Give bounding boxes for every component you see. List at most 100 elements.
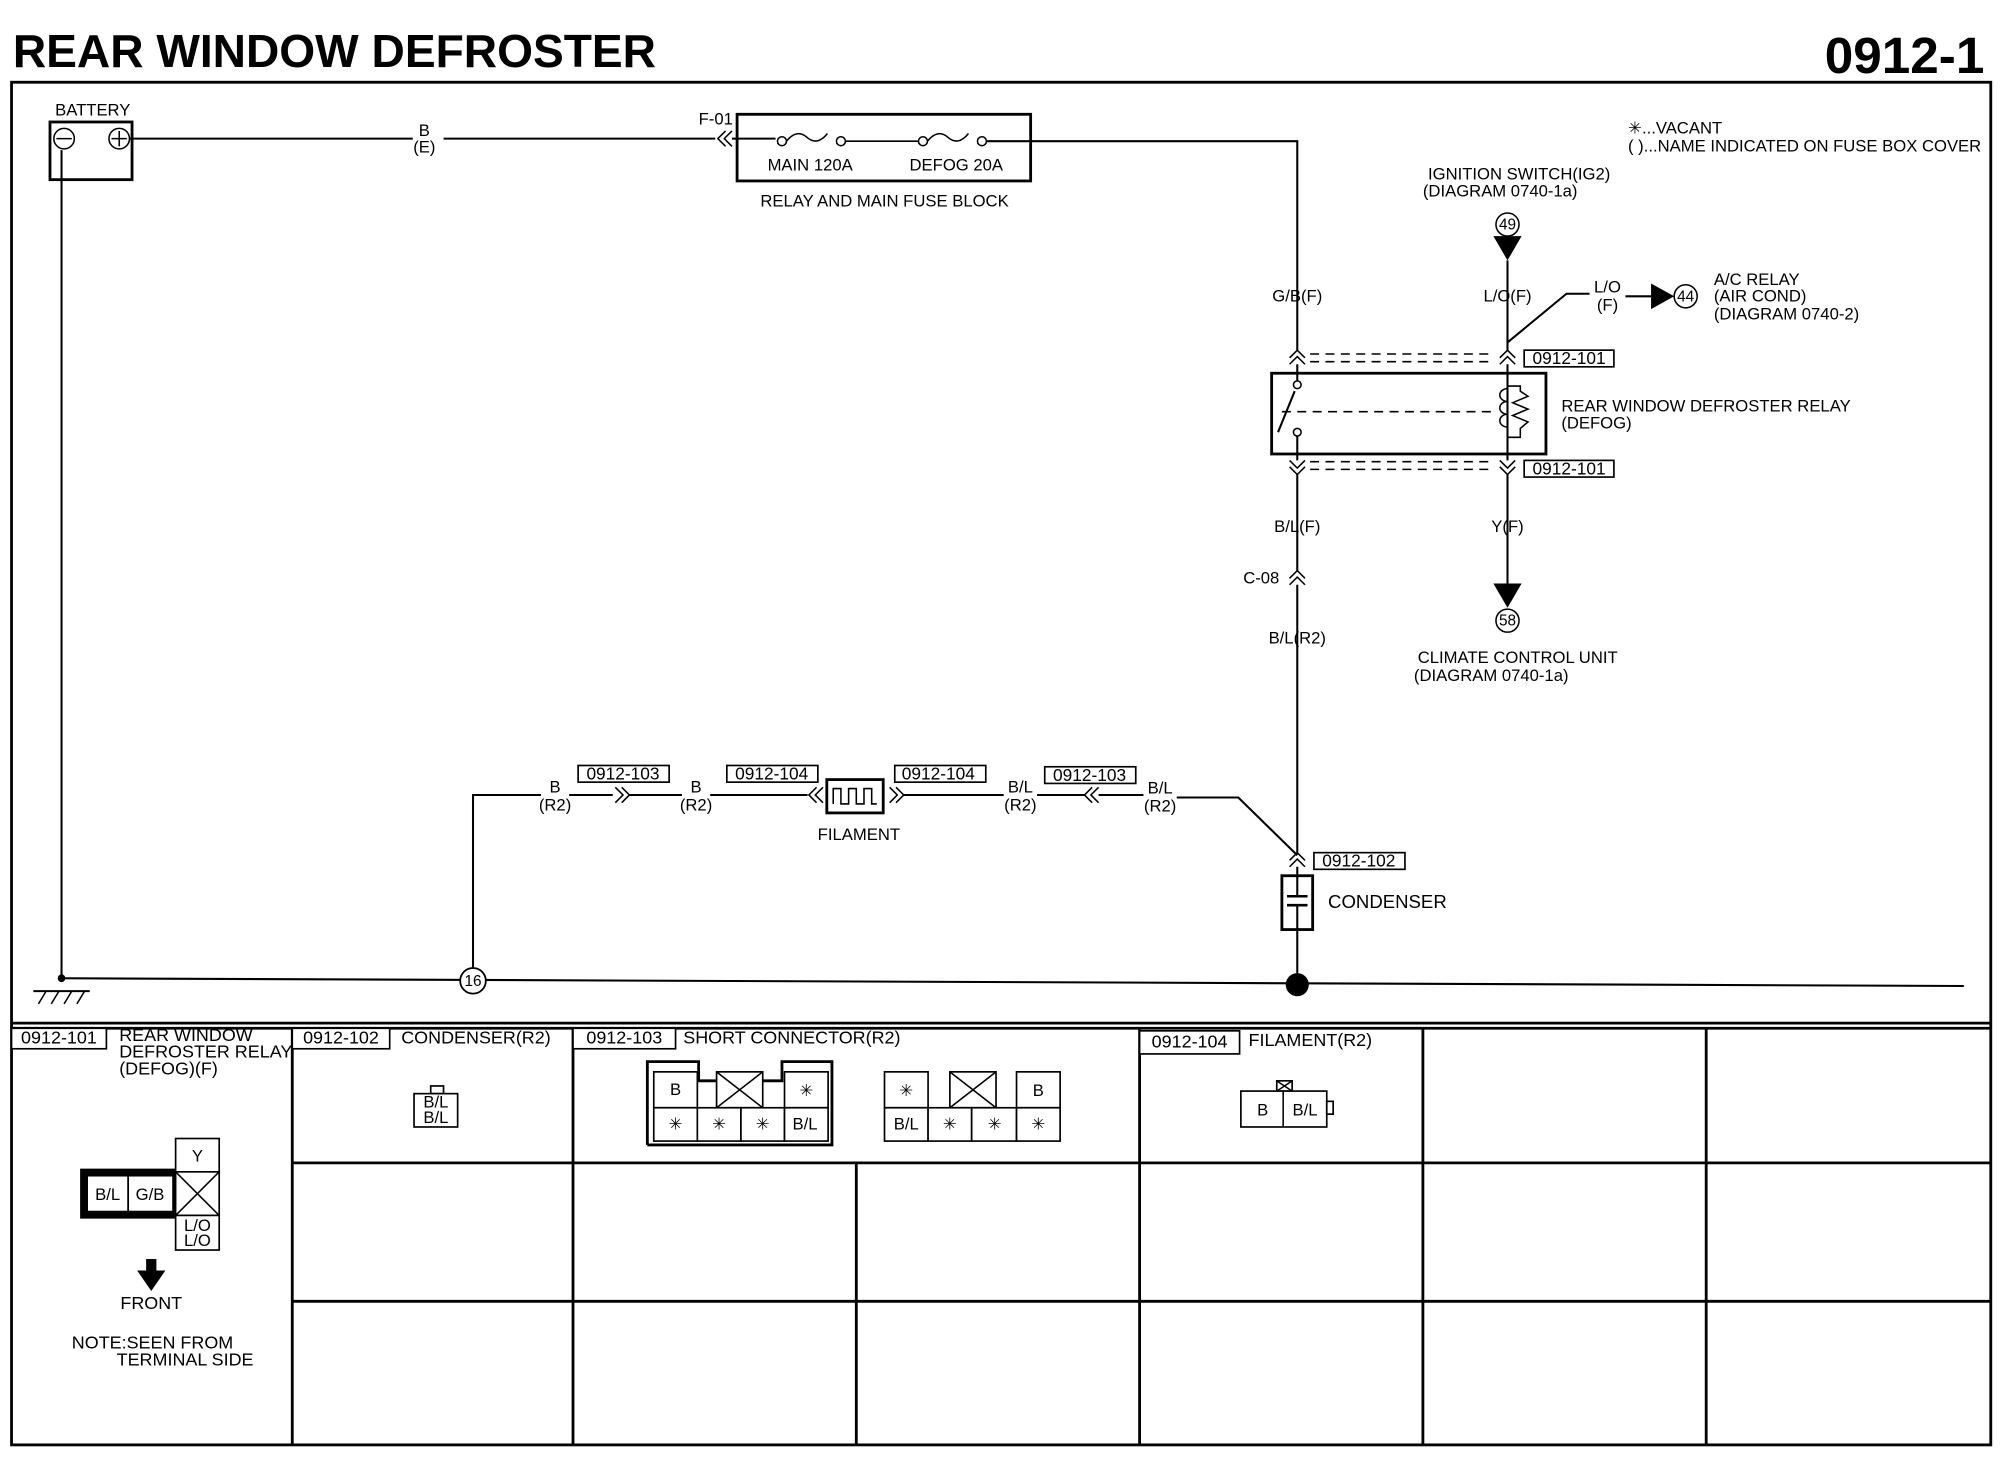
c104-pin-1: B (1257, 1100, 1268, 1119)
wire-bl1-color: B/L (1008, 777, 1033, 796)
rear-window-defroster-relay (1270, 371, 1548, 456)
cell-103-name: SHORT CONNECTOR(R2) (683, 1028, 900, 1048)
ground-icon (33, 990, 90, 1005)
relay-coil-icon (1499, 373, 1531, 454)
c101-pin-lo-2: L/O (184, 1231, 211, 1250)
conn-104a-arrow (807, 786, 824, 804)
ac-terminal: 44 (1677, 288, 1695, 305)
c102-connector (413, 1092, 459, 1128)
front-arrow-icon (137, 1259, 166, 1292)
climate-terminal: 58 (1499, 613, 1516, 630)
relay-bottom-right-arrow (1499, 459, 1516, 476)
c103-right-top-3: B (1033, 1081, 1044, 1100)
c103-right-bot-1: B/L (894, 1115, 919, 1134)
ground-point-circle (459, 967, 487, 995)
fuse-defog-icon (917, 132, 988, 147)
cell-101-id-box (10, 1027, 108, 1050)
conn-103b: 0912-103 (1053, 765, 1126, 785)
wire-b1-color: B (549, 777, 560, 796)
connector-c08: C-08 (1243, 568, 1279, 587)
c103-left-bot-1: ✳ (669, 1115, 683, 1134)
relay-label: REAR WINDOW DEFROSTER RELAY (1561, 397, 1850, 416)
cell-101-name-2: DEFROSTER RELAY (119, 1042, 292, 1062)
relay-name: (DEFOG) (1561, 413, 1631, 432)
cell-103-id: 0912-103 (586, 1028, 662, 1048)
wire-bl-f-label: B/L(F) (1274, 517, 1320, 536)
wire-fuse-to-relay (1030, 140, 1299, 351)
c102-pin-2: B/L (423, 1108, 448, 1127)
battery-label: BATTERY (55, 101, 130, 120)
climate-label: CLIMATE CONTROL UNIT (1418, 648, 1618, 667)
conn-103a-arrow (614, 786, 631, 804)
c103-left-connector (645, 1060, 834, 1147)
relay-connector-bottom-box (1523, 459, 1615, 478)
ground-bus (61, 977, 1964, 987)
cell-101-name-1: REAR WINDOW (119, 1025, 253, 1045)
ac-relay-name: (AIR COND) (1714, 286, 1807, 305)
c103-right-top-1: ✳ (899, 1081, 913, 1100)
c103-right-bot-3: ✳ (988, 1115, 1002, 1134)
wire-branch-ac (1506, 292, 1590, 344)
ground-junction (1285, 973, 1309, 997)
wire-y-label: Y(F) (1491, 517, 1523, 536)
diagram-number: 0912-1 (1825, 27, 1985, 84)
c104-pin-2: B/L (1292, 1100, 1317, 1119)
relay-connector-top: 0912-101 (1532, 348, 1605, 368)
legend-name: ( )...NAME INDICATED ON FUSE BOX COVER (1628, 136, 1981, 155)
ground-point: 16 (464, 973, 481, 990)
c101-pin-lo-1: L/O (184, 1216, 211, 1235)
fuse-defog-label: DEFOG 20A (910, 156, 1004, 175)
wire-bl1-harness: (R2) (1004, 795, 1036, 814)
conn-104b: 0912-104 (902, 764, 975, 784)
c101-note-2: TERMINAL SIDE (117, 1349, 254, 1369)
c101-pin-gb: G/B (136, 1185, 165, 1204)
relay-bottom-left-arrow (1289, 459, 1306, 476)
ac-relay-diagram-ref: (DIAGRAM 0740-2) (1714, 304, 1859, 323)
conn-104b-arrow (889, 786, 905, 804)
wire-bl2-harness: (R2) (1144, 797, 1176, 816)
wire-lo-ac-color: L/O (1594, 277, 1621, 296)
c103-left-top-3: ✳ (799, 1081, 813, 1100)
c102-pin-1: B/L (423, 1093, 448, 1112)
cell-102-name: CONDENSER(R2) (401, 1028, 550, 1048)
fuse-block-name: RELAY AND MAIN FUSE BLOCK (760, 192, 1008, 211)
c101-front-label: FRONT (120, 1293, 182, 1313)
c103-right-bot-4: ✳ (1031, 1115, 1045, 1134)
fuse-block-connector-arrow (716, 130, 733, 147)
wire-b1-harness: (R2) (539, 795, 571, 814)
ac-relay-label: A/C RELAY (1714, 270, 1800, 289)
relay-top-left-arrow (1289, 349, 1306, 365)
conn-103a: 0912-103 (586, 764, 659, 784)
conn-104b-box (893, 764, 987, 783)
ignition-label: IGNITION SWITCH(IG2) (1428, 165, 1610, 184)
c103-left-bot-2: ✳ (712, 1115, 726, 1134)
wire-lo-ac-harness: (F) (1597, 295, 1618, 314)
wire-bl-r2-label: B/L(R2) (1269, 629, 1326, 648)
conn-103a-box (577, 764, 670, 783)
fuse-main-label: MAIN 120A (768, 156, 854, 175)
wire-gb-label: G/B(F) (1272, 286, 1322, 305)
ignition-arrow-icon (1493, 236, 1522, 261)
relay-connector-bottom: 0912-101 (1532, 458, 1605, 478)
wire-b2-color: B (691, 777, 702, 796)
battery-negative-terminal (53, 127, 76, 150)
condenser-connector: 0912-102 (1322, 851, 1395, 871)
condenser-connector-box (1313, 851, 1406, 871)
conn-103b-arrow (1083, 786, 1100, 804)
wire-bat-color: B (419, 121, 430, 140)
c103-left-top-1: B (670, 1080, 681, 1099)
c101-note-1: NOTE:SEEN FROM (72, 1333, 233, 1353)
relay-main-fuse-block (735, 112, 1033, 183)
legend-vacant: ✳...VACANT (1628, 119, 1722, 138)
ac-terminal-circle (1673, 284, 1698, 309)
c103-right-connector (883, 1071, 1061, 1142)
c101-pin-bl: B/L (95, 1185, 120, 1204)
cell-102-id-box (291, 1027, 391, 1050)
c101-pin-y: Y (192, 1147, 203, 1166)
c104-latch-icon (1275, 1079, 1293, 1092)
battery-symbol (48, 120, 134, 182)
cell-104-id: 0912-104 (1152, 1031, 1228, 1051)
wire-b2-harness: (R2) (680, 795, 712, 814)
c103-left-bot-4: B/L (793, 1115, 818, 1134)
